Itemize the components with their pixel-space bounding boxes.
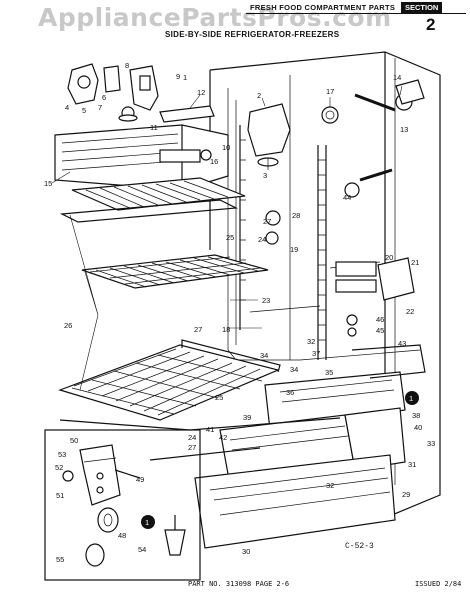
callout-36: 36 <box>286 388 294 397</box>
callout-28: 28 <box>292 211 300 220</box>
callout-24: 24 <box>258 235 266 244</box>
site-watermark: AppliancePartsPros.com <box>38 3 392 32</box>
drawer-rails <box>59 257 415 461</box>
light-switch-assembly <box>67 63 159 122</box>
callout-30: 30 <box>242 547 250 556</box>
detail-markers: 1 1 <box>145 391 419 527</box>
leader-lines <box>51 85 403 391</box>
callout-31: 31 <box>408 460 416 469</box>
callout-44: 44 <box>343 193 351 202</box>
callout-27: 27 <box>194 325 202 334</box>
light-module <box>247 103 291 170</box>
callout-10: 10 <box>222 143 230 152</box>
callout-54: 54 <box>138 545 146 554</box>
callout-25: 25 <box>226 233 234 242</box>
callout-21: 21 <box>411 258 419 267</box>
callout-5: 5 <box>82 106 86 115</box>
callout-24b: 24 <box>188 433 196 442</box>
callout-37: 37 <box>312 349 320 358</box>
callout-32b: 32 <box>307 337 315 346</box>
callout-15: 15 <box>44 179 52 188</box>
callout-27c: 27 <box>263 217 271 226</box>
detail-marker-label-inset: 1 <box>145 518 149 527</box>
callout-9: 9 <box>176 72 180 81</box>
callout-43: 43 <box>398 339 406 348</box>
callout-13: 13 <box>400 125 408 134</box>
callout-14: 14 <box>393 73 401 82</box>
callout-23: 23 <box>262 296 270 305</box>
wire-shelf-upper <box>59 177 246 223</box>
callout-41: 41 <box>206 425 214 434</box>
diagram-subtitle: SIDE-BY-SIDE REFRIGERATOR-FREEZERS <box>165 30 340 39</box>
callout-2: 2 <box>257 91 261 100</box>
detail-inset <box>44 429 201 581</box>
detail-marker-label-main: 1 <box>409 394 413 403</box>
callout-34b: 34 <box>290 365 298 374</box>
callout-18: 18 <box>222 325 230 334</box>
callout-8: 8 <box>125 61 129 70</box>
lower-shelf <box>58 339 281 421</box>
callout-12: 12 <box>197 88 205 97</box>
callout-7: 7 <box>98 103 102 112</box>
callout-32: 32 <box>326 481 334 490</box>
callout-55: 55 <box>56 555 64 564</box>
callout-labels: 1 2 3 4 5 6 7 8 9 10 11 12 13 14 15 16 1… <box>44 61 435 564</box>
callout-25b: 25 <box>215 393 223 402</box>
callout-45: 45 <box>376 326 384 335</box>
callout-34: 34 <box>260 351 268 360</box>
drawing-reference-code: C-52-3 <box>345 542 374 551</box>
callout-49: 49 <box>136 475 144 484</box>
section-number: 2 <box>426 15 436 34</box>
callout-40: 40 <box>414 423 422 432</box>
callout-35: 35 <box>325 368 333 377</box>
callout-19: 19 <box>290 245 298 254</box>
callout-27b: 27 <box>188 443 196 452</box>
wire-shelf-middle <box>81 254 269 289</box>
crisper-drawers <box>194 344 426 549</box>
callout-39: 39 <box>243 413 251 422</box>
callout-33: 33 <box>427 439 435 448</box>
callout-46: 46 <box>376 315 384 324</box>
callout-48: 48 <box>118 531 126 540</box>
callout-20: 20 <box>385 253 393 262</box>
callout-50: 50 <box>70 436 78 445</box>
callout-53: 53 <box>58 450 66 459</box>
footer-part-number: PART NO. 313098 PAGE 2-6 <box>188 580 290 588</box>
callout-17: 17 <box>326 87 334 96</box>
section-label: SECTION <box>401 2 443 13</box>
callout-38: 38 <box>412 411 420 420</box>
compartment-title: FRESH FOOD COMPARTMENT PARTS <box>250 3 396 12</box>
callout-1: 1 <box>183 73 187 82</box>
footer-issued-date: ISSUED 2/84 <box>415 580 462 588</box>
callout-42: 42 <box>219 433 227 442</box>
callout-51: 51 <box>56 491 64 500</box>
callout-16: 16 <box>210 157 218 166</box>
light-sockets <box>265 79 425 245</box>
callout-4: 4 <box>65 103 69 112</box>
callout-52: 52 <box>55 463 63 472</box>
callout-3: 3 <box>263 171 267 180</box>
callout-26: 26 <box>64 321 72 330</box>
callout-29: 29 <box>402 490 410 499</box>
shelf-ladder <box>239 125 327 360</box>
callout-22: 22 <box>406 307 414 316</box>
callout-6: 6 <box>102 93 106 102</box>
control-housing <box>54 105 229 191</box>
header-rule <box>246 13 466 14</box>
callout-11: 11 <box>150 123 158 132</box>
